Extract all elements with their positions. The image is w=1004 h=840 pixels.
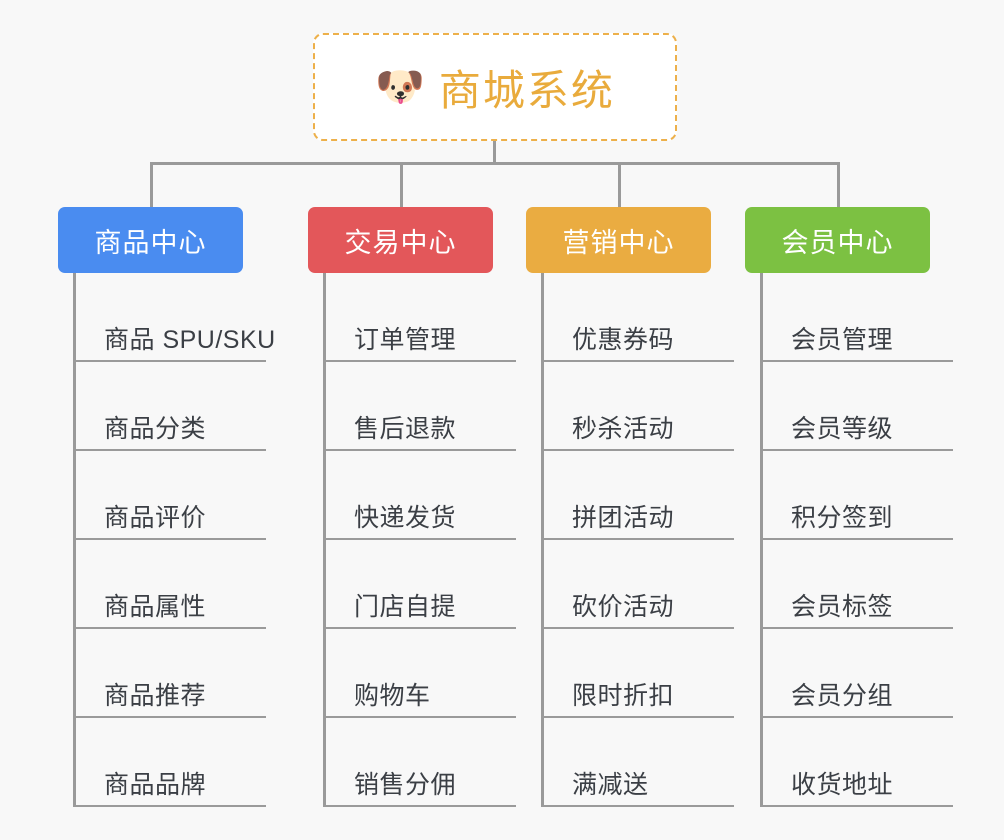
leaf-item[interactable]: 门店自提 [323, 540, 516, 629]
leaf-item[interactable]: 满减送 [541, 718, 734, 807]
leaf-label: 商品分类 [104, 415, 207, 443]
leaf-label: 售后退款 [354, 415, 457, 443]
leaf-item[interactable]: 售后退款 [323, 362, 516, 451]
root-node[interactable]: 🐶 商城系统 [313, 33, 677, 141]
category-header-0[interactable]: 商品中心 [58, 207, 243, 273]
category-header-3[interactable]: 会员中心 [745, 207, 930, 273]
leaf-label: 购物车 [354, 682, 431, 710]
leaf-label: 快递发货 [354, 504, 457, 532]
category-label: 商品中心 [94, 227, 207, 258]
leaf-label: 会员管理 [791, 326, 894, 354]
leaf-label: 商品推荐 [104, 682, 207, 710]
leaf-item[interactable]: 订单管理 [323, 273, 516, 362]
root-title: 商城系统 [438, 66, 615, 114]
leaf-item[interactable]: 商品评价 [73, 451, 266, 540]
leaf-label: 商品属性 [104, 593, 207, 621]
column-spine [73, 273, 76, 807]
category-header-1[interactable]: 交易中心 [308, 207, 493, 273]
column-spine [760, 273, 763, 807]
leaf-label: 收货地址 [791, 771, 894, 799]
leaf-list-3: 会员管理 会员等级 积分签到 会员标签 会员分组 收货地址 [760, 273, 953, 807]
leaf-item[interactable]: 优惠券码 [541, 273, 734, 362]
leaf-label: 门店自提 [354, 593, 457, 621]
column-drop-connector [837, 162, 840, 207]
leaf-item[interactable]: 积分签到 [760, 451, 953, 540]
column-drop-connector [150, 162, 153, 207]
branch-bus-connector [150, 162, 840, 165]
column-spine [541, 273, 544, 807]
leaf-label: 商品 SPU/SKU [104, 326, 276, 354]
leaf-label: 秒杀活动 [572, 415, 675, 443]
root-stem-connector [493, 141, 496, 164]
leaf-label: 商品品牌 [104, 771, 207, 799]
leaf-item[interactable]: 会员分组 [760, 629, 953, 718]
leaf-item[interactable]: 销售分佣 [323, 718, 516, 807]
column-spine [323, 273, 326, 807]
leaf-label: 订单管理 [354, 326, 457, 354]
leaf-item[interactable]: 商品属性 [73, 540, 266, 629]
column-drop-connector [400, 162, 403, 207]
leaf-item[interactable]: 商品 SPU/SKU [73, 273, 275, 362]
leaf-list-2: 优惠券码 秒杀活动 拼团活动 砍价活动 限时折扣 满减送 [541, 273, 734, 807]
leaf-label: 会员标签 [791, 593, 894, 621]
leaf-item[interactable]: 秒杀活动 [541, 362, 734, 451]
leaf-item[interactable]: 会员等级 [760, 362, 953, 451]
leaf-list-1: 订单管理 售后退款 快递发货 门店自提 购物车 销售分佣 [323, 273, 516, 807]
category-label: 营销中心 [562, 227, 675, 258]
category-header-2[interactable]: 营销中心 [526, 207, 711, 273]
leaf-label: 会员分组 [791, 682, 894, 710]
category-label: 交易中心 [344, 227, 457, 258]
leaf-item[interactable]: 限时折扣 [541, 629, 734, 718]
leaf-item[interactable]: 购物车 [323, 629, 516, 718]
leaf-item[interactable]: 商品品牌 [73, 718, 266, 807]
leaf-list-0: 商品 SPU/SKU 商品分类 商品评价 商品属性 商品推荐 商品品牌 [73, 273, 275, 807]
leaf-label: 会员等级 [791, 415, 894, 443]
leaf-label: 限时折扣 [572, 682, 675, 710]
leaf-item[interactable]: 拼团活动 [541, 451, 734, 540]
dog-face-icon: 🐶 [375, 65, 425, 109]
column-drop-connector [618, 162, 621, 207]
leaf-label: 优惠券码 [572, 326, 675, 354]
leaf-item[interactable]: 商品推荐 [73, 629, 266, 718]
category-label: 会员中心 [781, 227, 894, 258]
leaf-label: 满减送 [572, 771, 649, 799]
leaf-label: 积分签到 [791, 504, 894, 532]
leaf-label: 销售分佣 [354, 771, 457, 799]
leaf-item[interactable]: 会员管理 [760, 273, 953, 362]
leaf-item[interactable]: 会员标签 [760, 540, 953, 629]
leaf-item[interactable]: 快递发货 [323, 451, 516, 540]
leaf-item[interactable]: 收货地址 [760, 718, 953, 807]
leaf-label: 商品评价 [104, 504, 207, 532]
leaf-item[interactable]: 砍价活动 [541, 540, 734, 629]
leaf-label: 拼团活动 [572, 504, 675, 532]
leaf-label: 砍价活动 [572, 593, 675, 621]
leaf-item[interactable]: 商品分类 [73, 362, 266, 451]
